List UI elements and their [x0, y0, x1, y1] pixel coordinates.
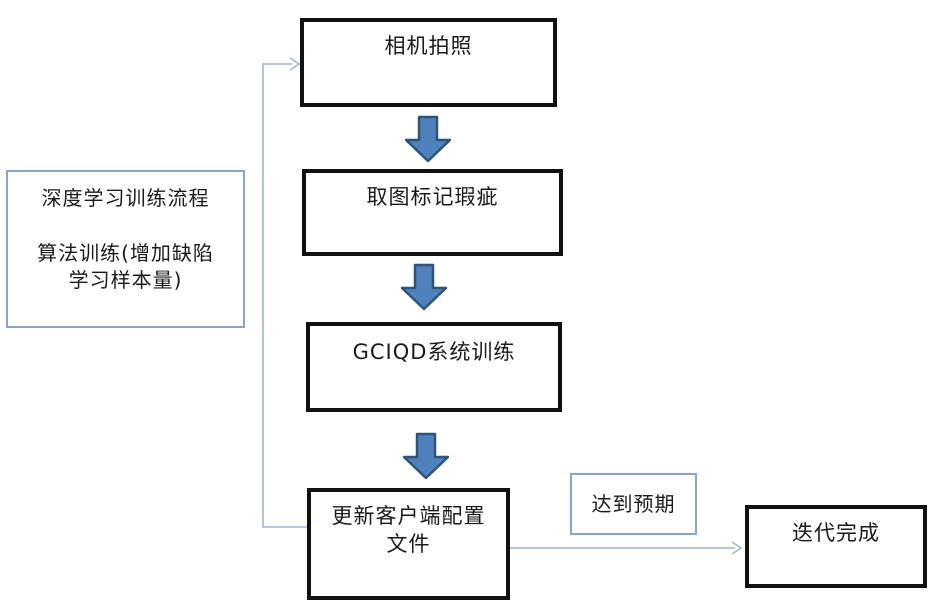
feedback-arrowhead-icon: [289, 57, 301, 71]
node-camera-capture: 相机拍照: [300, 18, 557, 107]
branch-condition-text: 达到预期: [591, 491, 676, 516]
branch-arrowhead-icon: [731, 541, 743, 555]
note-line-1: 深度学习训练流程: [41, 186, 210, 210]
note-line-3: 学习样本量): [68, 268, 183, 292]
down-arrow-icon: [403, 432, 449, 480]
node-iteration-done-label: 迭代完成: [792, 521, 880, 545]
down-arrow-icon: [405, 115, 451, 163]
node-mark-defects-label: 取图标记瑕疵: [366, 185, 499, 209]
note-line-2: 算法训练(增加缺陷: [37, 241, 214, 265]
node-update-config: 更新客户端配置 文件: [307, 488, 510, 600]
node-mark-defects: 取图标记瑕疵: [302, 169, 563, 256]
down-arrow-icon: [401, 263, 447, 311]
node-update-config-label-line2: 文件: [386, 532, 431, 557]
node-update-config-label-line1: 更新客户端配置: [331, 504, 486, 528]
note-training-process: 深度学习训练流程 算法训练(增加缺陷 学习样本量): [6, 170, 245, 328]
branch-condition-label: 达到预期: [570, 473, 697, 535]
node-iteration-done: 迭代完成: [745, 505, 927, 588]
node-gciqd-training-label: GCIQD系统训练: [352, 340, 516, 364]
node-camera-capture-label: 相机拍照: [384, 34, 473, 58]
node-gciqd-training: GCIQD系统训练: [306, 322, 562, 412]
feedback-line: [262, 63, 307, 528]
